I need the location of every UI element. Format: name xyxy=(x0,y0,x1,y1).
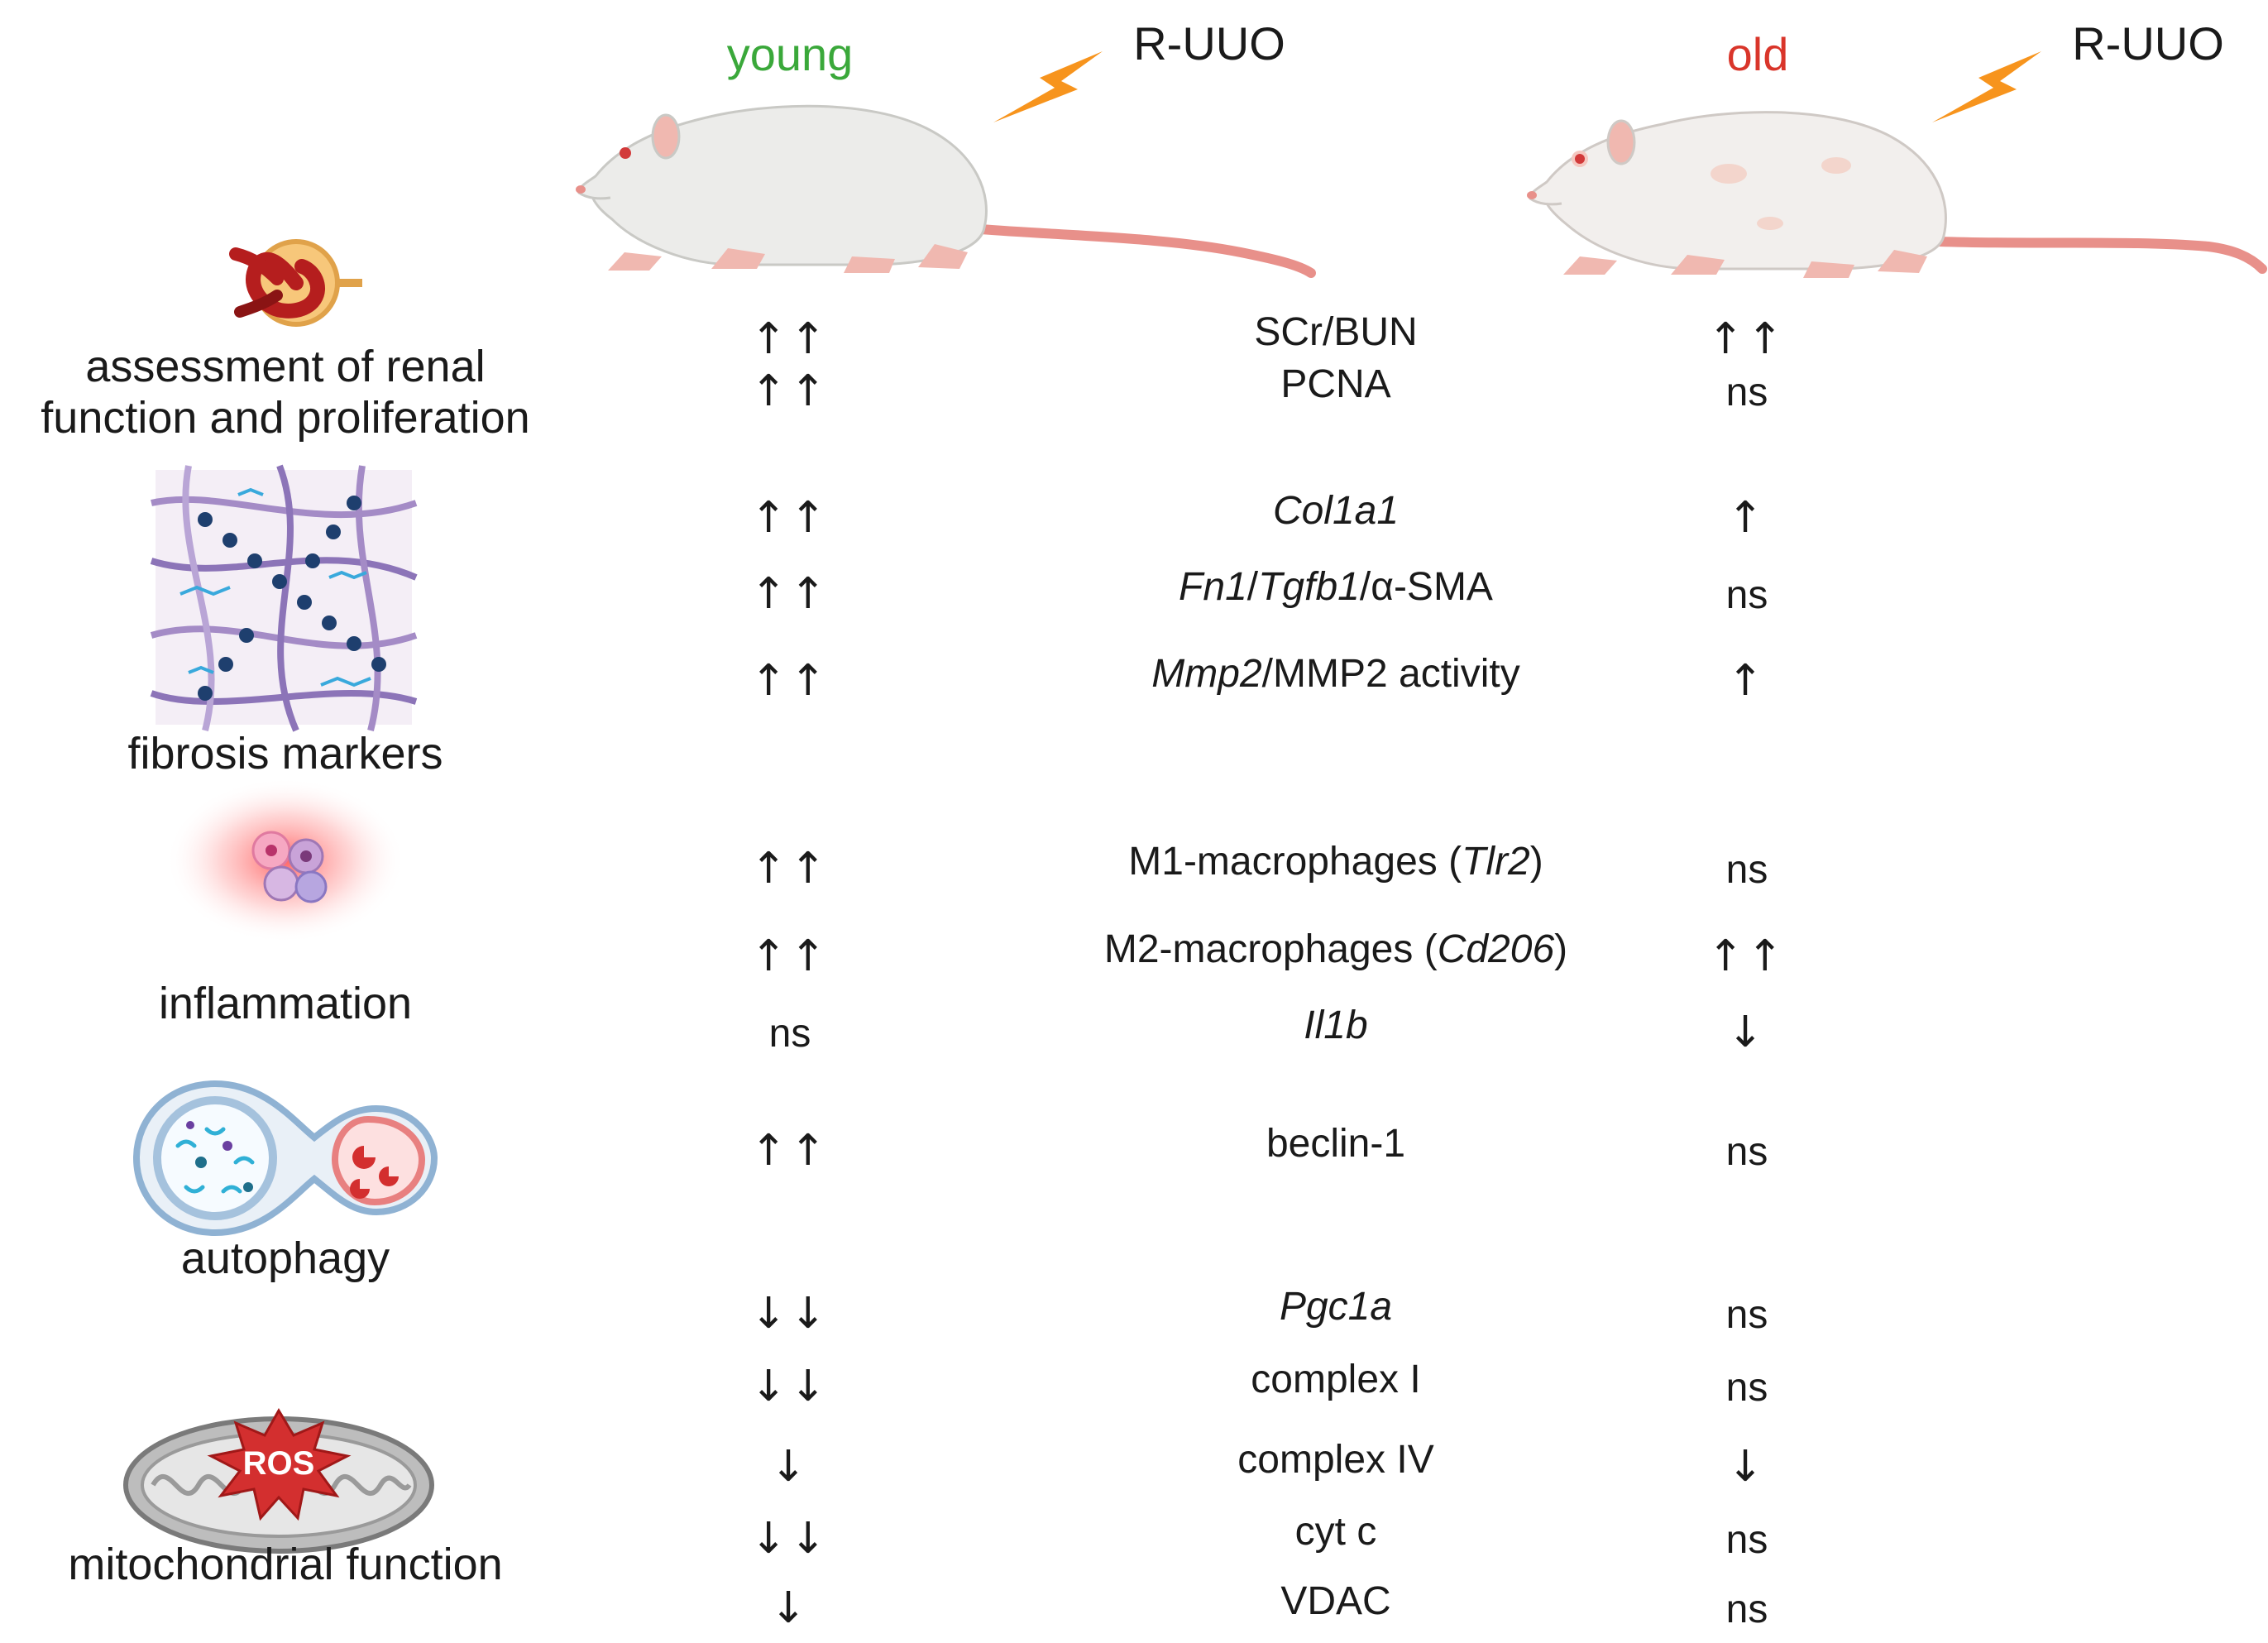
marker-label-segment: Tgfb1 xyxy=(1258,565,1360,609)
marker-label-segment: ) xyxy=(1529,840,1543,884)
category-label-autophagy: autophagy xyxy=(181,1233,390,1284)
marker-label: PCNA xyxy=(1280,365,1390,405)
old-change-value: ns xyxy=(1725,573,1768,617)
intervention-old-label: R-UUO xyxy=(2072,17,2224,69)
young-change-value: ↑↑ xyxy=(750,314,830,364)
old-change-value: ns xyxy=(1725,1293,1768,1337)
category-label-mito: mitochondrial function xyxy=(68,1539,502,1590)
collagen-fibers-icon xyxy=(150,464,418,732)
marker-label-segment: Il1b xyxy=(1304,1004,1368,1047)
marker-label: complex I xyxy=(1251,1360,1420,1400)
lightning-icon-young xyxy=(993,51,1103,122)
marker-label-segment: Tlr2 xyxy=(1462,840,1530,884)
ros-label: ROS xyxy=(243,1445,315,1482)
category-label-line: mitochondrial function xyxy=(68,1540,503,1589)
category-label-line: function and proliferation xyxy=(41,393,530,443)
young-change-value: ↓↓ xyxy=(750,1289,830,1339)
lightning-icon-old xyxy=(1932,51,2041,122)
marker-label-segment: Col1a1 xyxy=(1272,489,1400,533)
marker-label-segment: VDAC xyxy=(1280,1579,1391,1623)
old-change-value: ns xyxy=(1725,371,1768,414)
young-change-value: ↑↑ xyxy=(750,844,830,893)
young-change-value: ns xyxy=(768,1012,811,1056)
old-change-value: ns xyxy=(1725,1130,1768,1174)
young-change-value: ↓↓ xyxy=(750,1362,830,1411)
young-rat-icon xyxy=(576,104,1316,278)
marker-label: Col1a1 xyxy=(1273,491,1399,531)
kidney-glomerulus-icon xyxy=(229,239,362,327)
category-label-fibrosis: fibrosis markers xyxy=(127,728,443,779)
young-change-value: ↑↑ xyxy=(750,932,830,981)
marker-label-segment: SCr/BUN xyxy=(1254,310,1418,354)
old-change-value: ns xyxy=(1725,1366,1768,1410)
marker-label-segment: ) xyxy=(1554,927,1568,971)
marker-label-segment: Pgc1a xyxy=(1279,1285,1393,1329)
old-change-value: ↓ xyxy=(1727,1008,1767,1057)
old-rat-icon xyxy=(1527,111,2267,278)
category-label-line: inflammation xyxy=(158,979,413,1028)
marker-label-segment: /α-SMA xyxy=(1359,565,1493,609)
marker-label-segment: complex I xyxy=(1251,1358,1421,1401)
young-change-value: ↓↓ xyxy=(750,1514,830,1564)
young-change-value: ↑↑ xyxy=(750,569,830,619)
marker-label-segment: M2-macrophages ( xyxy=(1103,927,1438,971)
old-change-value: ns xyxy=(1725,1518,1768,1562)
marker-label: M2-macrophages (Cd206) xyxy=(1104,930,1567,970)
marker-label-segment: PCNA xyxy=(1280,362,1391,406)
marker-label: Fn1/Tgfb1/α-SMA xyxy=(1179,568,1493,607)
young-change-value: ↑↑ xyxy=(750,656,830,706)
marker-label-segment: /MMP2 activity xyxy=(1261,652,1520,696)
marker-label-segment: complex IV xyxy=(1237,1438,1434,1482)
old-change-value: ↑ xyxy=(1727,656,1767,706)
marker-label: Il1b xyxy=(1304,1006,1367,1046)
marker-label: complex IV xyxy=(1237,1440,1433,1480)
marker-label-segment: cyt c xyxy=(1294,1510,1377,1554)
marker-label-segment: Mmp2 xyxy=(1151,652,1262,696)
young-change-value: ↑↑ xyxy=(750,1126,830,1176)
immune-cells-icon xyxy=(165,778,405,943)
old-change-value: ↑ xyxy=(1727,493,1767,543)
marker-label: M1-macrophages (Tlr2) xyxy=(1128,842,1543,882)
old-change-value: ↓ xyxy=(1727,1442,1767,1492)
autophagosome-lysosome-icon xyxy=(132,1080,438,1237)
intervention-young-label: R-UUO xyxy=(1133,17,1285,69)
marker-label-segment: / xyxy=(1246,565,1259,609)
marker-label: Mmp2/MMP2 activity xyxy=(1151,654,1519,694)
category-label-line: fibrosis markers xyxy=(127,729,443,778)
young-change-value: ↓ xyxy=(770,1442,810,1492)
category-label-inflammation: inflammation xyxy=(159,978,412,1029)
young-label: young xyxy=(726,28,854,80)
old-change-value: ↑↑ xyxy=(1707,314,1787,364)
category-label-line: autophagy xyxy=(180,1233,390,1283)
marker-label: SCr/BUN xyxy=(1254,313,1417,352)
young-change-value: ↑↑ xyxy=(750,366,830,416)
old-change-value: ns xyxy=(1725,1588,1768,1631)
old-change-value: ns xyxy=(1725,848,1768,892)
marker-label: beclin-1 xyxy=(1266,1124,1405,1164)
category-label-line: assessment of renal xyxy=(85,342,486,391)
old-change-value: ↑↑ xyxy=(1707,932,1787,981)
marker-label: cyt c xyxy=(1295,1512,1377,1552)
marker-label-segment: Fn1 xyxy=(1179,565,1247,609)
mitochondrion-ros-icon: ROS xyxy=(123,1408,434,1554)
marker-label: Pgc1a xyxy=(1280,1287,1392,1327)
marker-label-segment: beclin-1 xyxy=(1266,1122,1406,1166)
marker-label-segment: Cd206 xyxy=(1437,927,1555,971)
marker-label-segment: M1-macrophages ( xyxy=(1128,840,1462,884)
marker-label: VDAC xyxy=(1280,1582,1390,1621)
young-change-value: ↓ xyxy=(770,1583,810,1633)
young-change-value: ↑↑ xyxy=(750,493,830,543)
old-label: old xyxy=(1726,28,1789,80)
